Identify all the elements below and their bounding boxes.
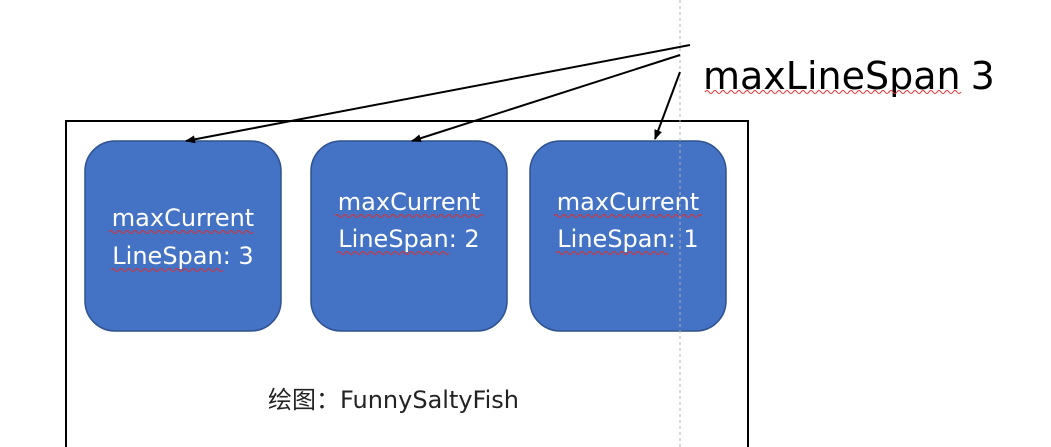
spellcheck-underline	[336, 251, 450, 255]
spellcheck-underline	[555, 251, 669, 255]
span-box-1-line2-prefix: LineSpan	[112, 242, 222, 270]
drawing-credit-label: 绘图：	[268, 386, 340, 414]
span-box-3-line2-prefix: LineSpan	[557, 225, 667, 253]
span-box-2-line2-prefix: LineSpan	[338, 225, 448, 253]
spellcheck-underline	[110, 268, 224, 272]
span-box-3-line2-suffix: : 1	[668, 225, 699, 253]
max-line-span-title-value: 3	[971, 54, 995, 98]
span-box-1-line1: maxCurrent	[112, 204, 254, 232]
spellcheck-underline	[704, 90, 962, 94]
span-box-3-shape	[529, 140, 727, 332]
span-box-1-shape	[84, 140, 282, 332]
span-box-2-line1: maxCurrent	[338, 188, 480, 216]
span-box-2-shape	[310, 140, 508, 332]
arrow-to-box-1	[185, 44, 691, 144]
spellcheck-underline	[334, 214, 484, 218]
spellcheck-underline	[108, 230, 254, 234]
spellcheck-underline	[553, 214, 703, 218]
span-box-1-line2-suffix: : 3	[223, 242, 254, 270]
span-box-2-line2-suffix: : 2	[449, 225, 480, 253]
span-box-1: maxCurrent LineSpan: 3	[84, 140, 282, 332]
drawing-credit-author: FunnySaltyFish	[340, 386, 519, 414]
container-frame	[65, 120, 749, 447]
span-box-3-line2: LineSpan: 1	[557, 225, 698, 253]
arrow-to-box-2	[411, 54, 681, 143]
drawing-credit-caption: 绘图：FunnySaltyFish	[268, 386, 519, 414]
span-box-3-line1: maxCurrent	[557, 188, 699, 216]
span-box-1-line2: LineSpan: 3	[112, 242, 253, 270]
span-box-3: maxCurrent LineSpan: 1	[529, 140, 727, 332]
arrow-to-box-3	[654, 71, 681, 140]
span-box-2-line2: LineSpan: 2	[338, 225, 479, 253]
span-box-2: maxCurrent LineSpan: 2	[310, 140, 508, 332]
